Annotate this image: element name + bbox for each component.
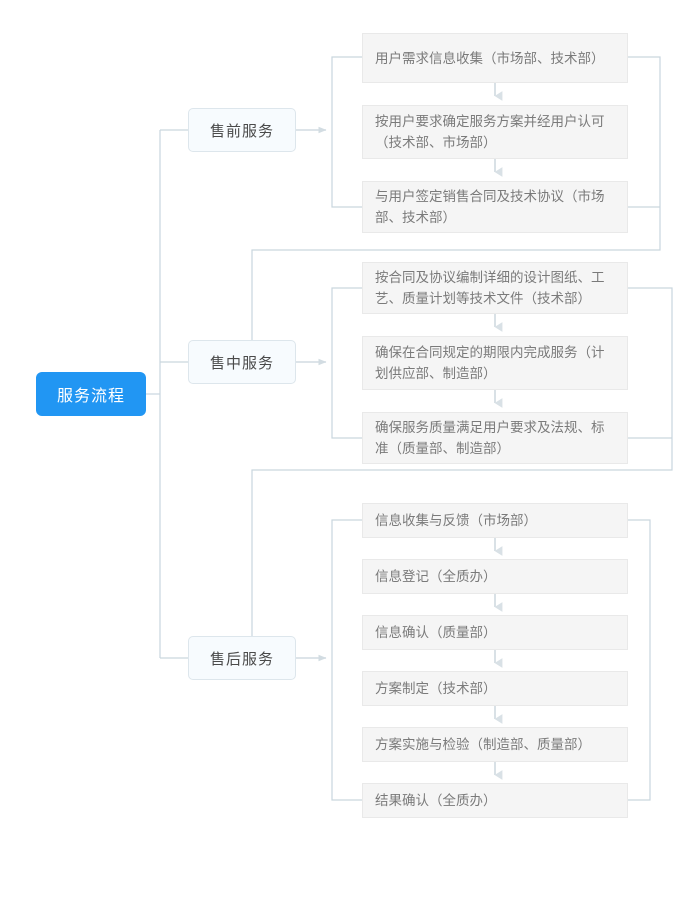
step-box[interactable]: 与用户签定销售合同及技术协议（市场部、技术部） xyxy=(362,181,628,233)
step-box[interactable]: 按合同及协议编制详细的设计图纸、工艺、质量计划等技术文件（技术部） xyxy=(362,262,628,314)
category-node-insales[interactable]: 售中服务 xyxy=(188,340,296,384)
step-box[interactable]: 信息确认（质量部） xyxy=(362,615,628,650)
category-label: 售后服务 xyxy=(209,650,274,668)
step-label: 信息登记（全质办） xyxy=(375,569,497,584)
step-label: 确保在合同规定的期限内完成服务（计划供应部、制造部） xyxy=(375,345,605,381)
step-box[interactable]: 信息登记（全质办） xyxy=(362,559,628,594)
step-label: 结果确认（全质办） xyxy=(375,793,497,808)
step-box[interactable]: 方案实施与检验（制造部、质量部） xyxy=(362,727,628,762)
step-label: 确保服务质量满足用户要求及法规、标准（质量部、制造部） xyxy=(375,420,605,456)
category-node-presales[interactable]: 售前服务 xyxy=(188,108,296,152)
category-label: 售前服务 xyxy=(209,122,274,140)
step-label: 与用户签定销售合同及技术协议（市场部、技术部） xyxy=(375,189,605,225)
step-label: 按用户要求确定服务方案并经用户认可（技术部、市场部） xyxy=(375,114,605,150)
category-node-aftersales[interactable]: 售后服务 xyxy=(188,636,296,680)
category-label: 售中服务 xyxy=(209,354,274,372)
step-box[interactable]: 方案制定（技术部） xyxy=(362,671,628,706)
step-box[interactable]: 确保在合同规定的期限内完成服务（计划供应部、制造部） xyxy=(362,336,628,390)
step-box[interactable]: 确保服务质量满足用户要求及法规、标准（质量部、制造部） xyxy=(362,412,628,464)
step-label: 信息收集与反馈（市场部） xyxy=(375,513,537,528)
step-label: 按合同及协议编制详细的设计图纸、工艺、质量计划等技术文件（技术部） xyxy=(375,270,605,306)
step-box[interactable]: 按用户要求确定服务方案并经用户认可（技术部、市场部） xyxy=(362,105,628,159)
step-label: 用户需求信息收集（市场部、技术部） xyxy=(375,50,605,66)
step-box[interactable]: 信息收集与反馈（市场部） xyxy=(362,503,628,538)
root-label: 服务流程 xyxy=(56,388,125,405)
root-node[interactable]: 服务流程 xyxy=(36,372,146,416)
step-label: 方案实施与检验（制造部、质量部） xyxy=(375,737,591,752)
step-box[interactable]: 用户需求信息收集（市场部、技术部） xyxy=(362,33,628,83)
step-label: 信息确认（质量部） xyxy=(375,625,497,640)
step-box[interactable]: 结果确认（全质办） xyxy=(362,783,628,818)
step-label: 方案制定（技术部） xyxy=(375,681,497,696)
